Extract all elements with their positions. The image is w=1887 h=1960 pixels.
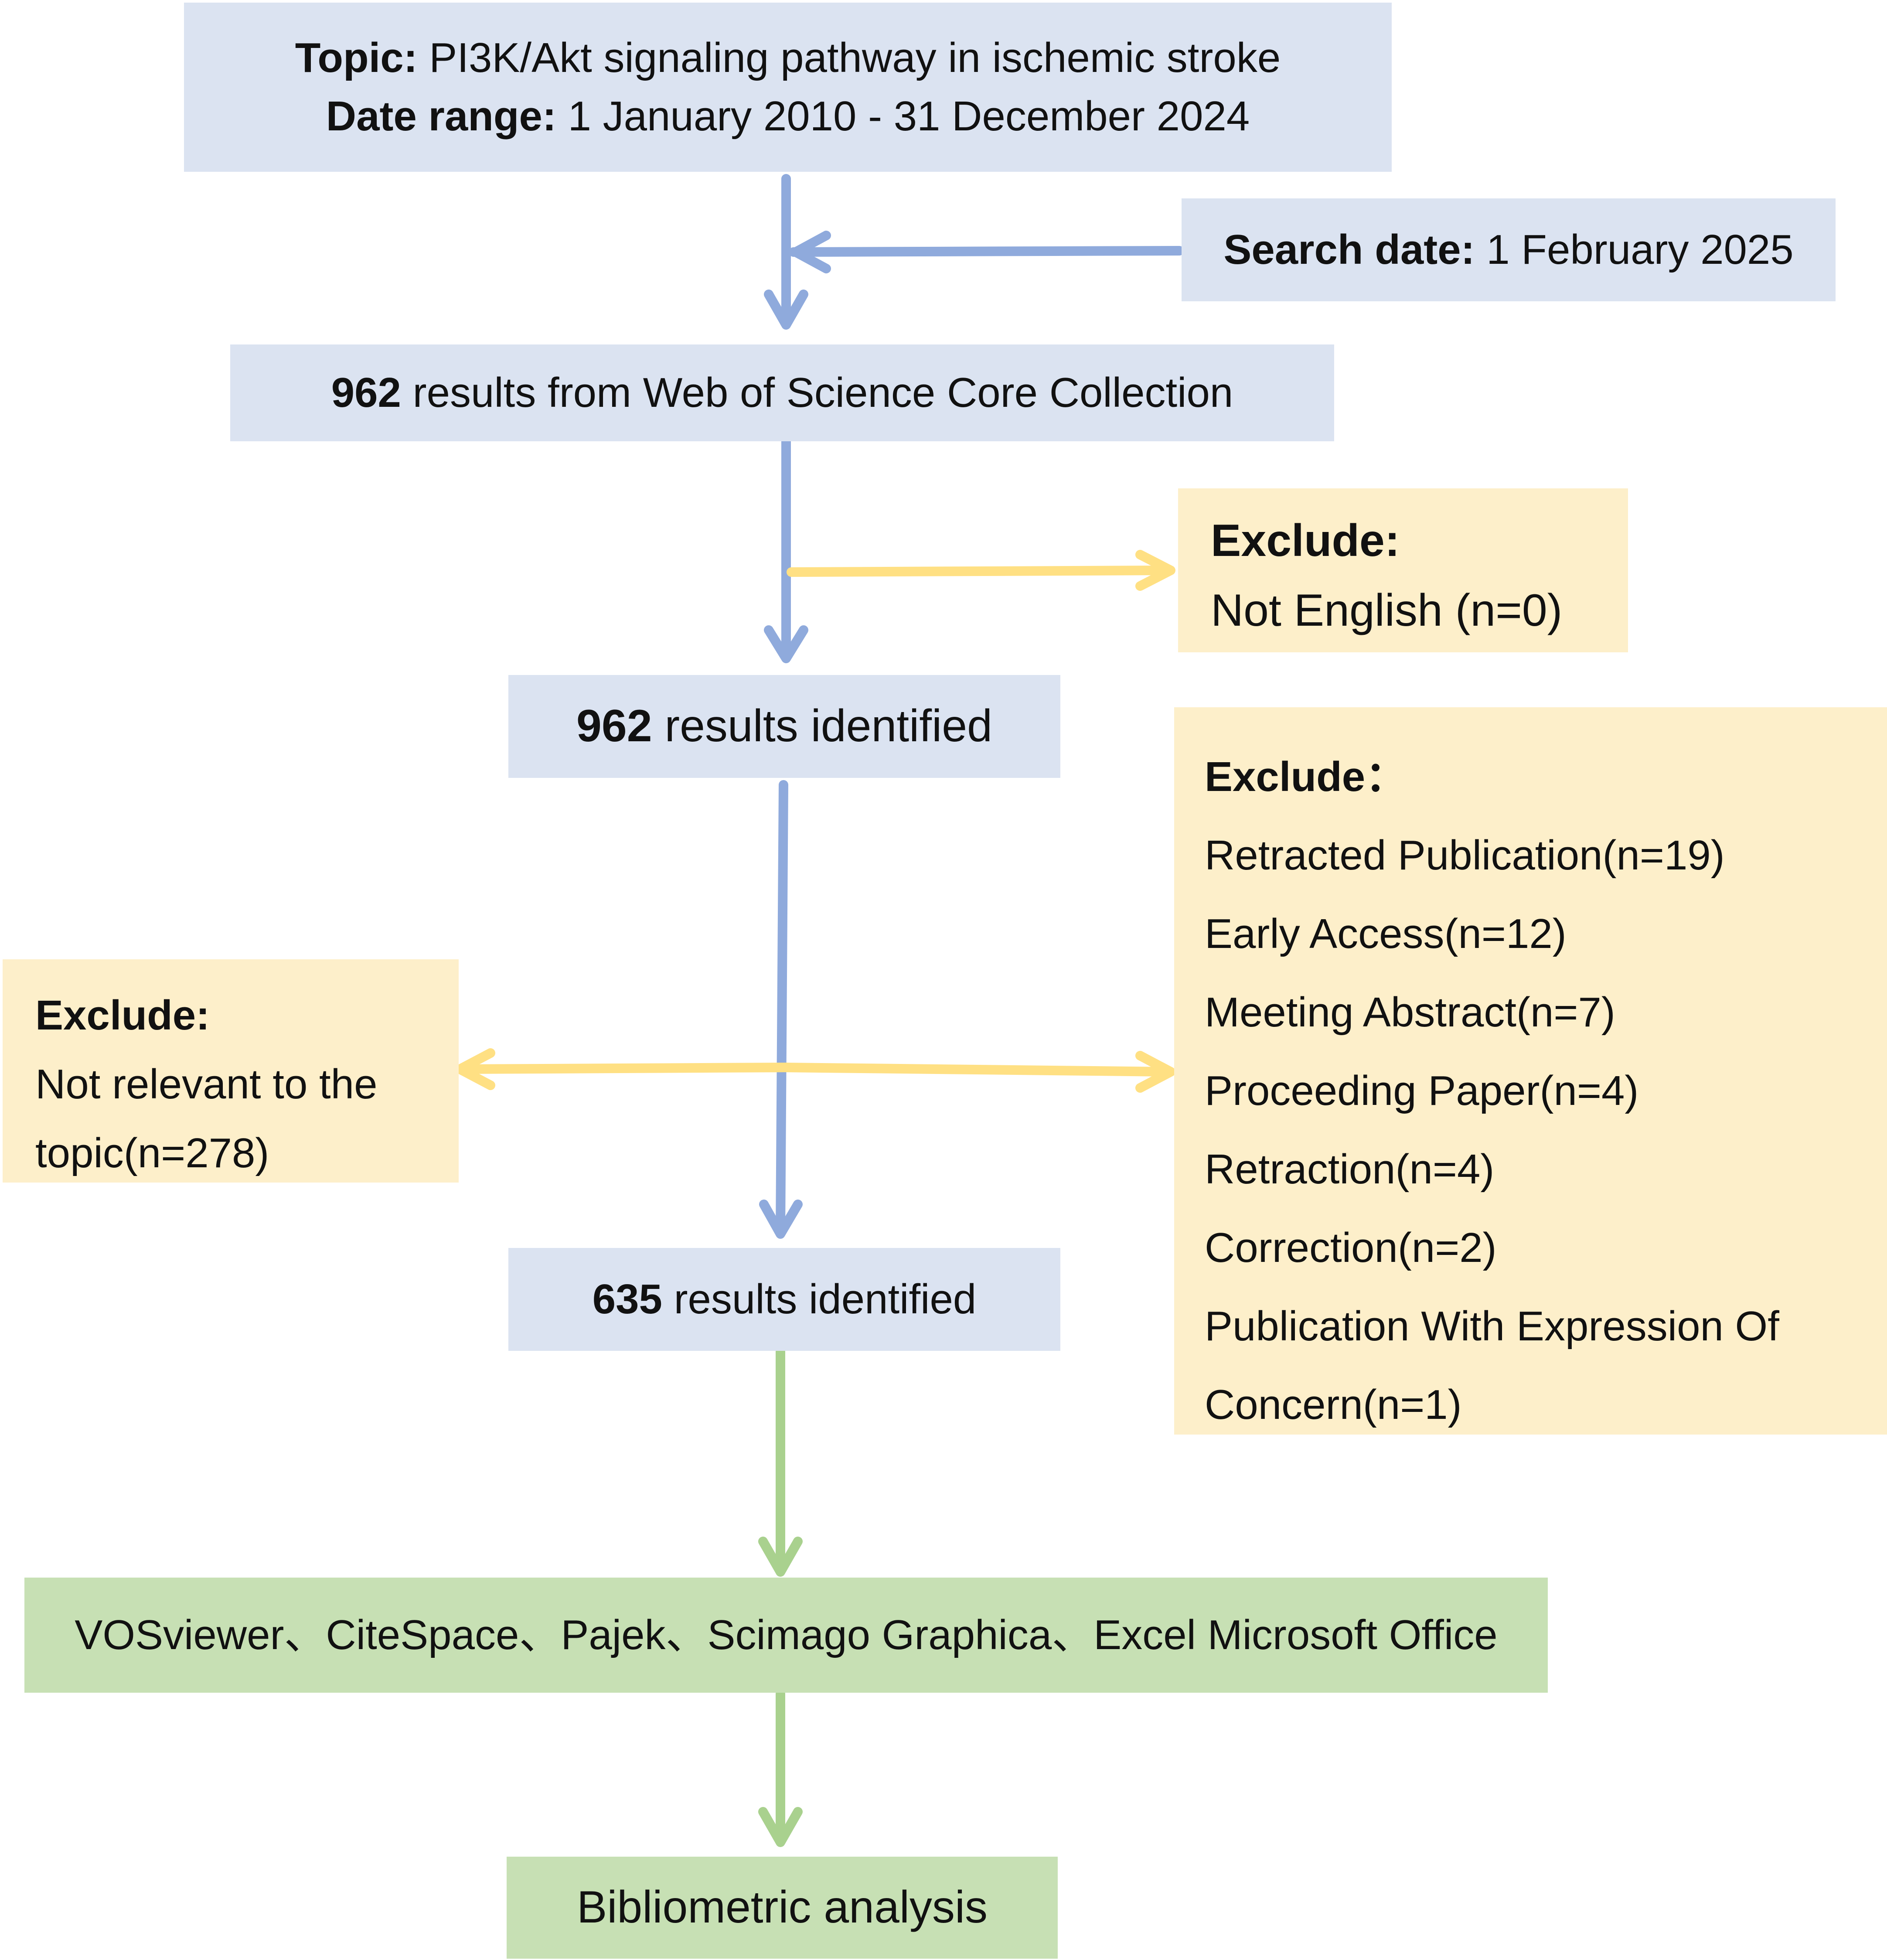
date-range-line: Date range: 1 January 2010 - 31 December…	[326, 87, 1250, 146]
type-exclusion-item: Publication With Expression Of	[1205, 1303, 1779, 1350]
language-exclusion-title: Exclude:	[1211, 515, 1400, 566]
search-date-value: 1 February 2025	[1486, 226, 1794, 273]
relevance-exclusion-line-1: Not relevant to the	[35, 1061, 378, 1108]
search-date-line: Search date: 1 February 2025	[1223, 221, 1793, 279]
topic-label: Topic:	[295, 34, 418, 81]
bibliometric-analysis-box: Bibliometric analysis	[507, 1857, 1058, 1959]
type-exclusion-item: Meeting Abstract(n=7)	[1205, 989, 1615, 1036]
identified-1-text: results identified	[664, 701, 992, 752]
type-exclusion-title: Exclude：	[1205, 753, 1407, 800]
identified-2-text: results identified	[674, 1275, 977, 1323]
identified-2-count: 635	[592, 1275, 662, 1323]
identified-box-2: 635 results identified	[508, 1248, 1060, 1351]
identified-box-1: 962 results identified	[508, 675, 1060, 778]
arrowhead-results-to-identified	[764, 625, 808, 663]
date-range-label: Date range:	[326, 93, 556, 140]
type-exclusion-item: Retracted Publication(n=19)	[1205, 832, 1725, 879]
wos-results-text: results from Web of Science Core Collect…	[412, 369, 1233, 416]
relevance-exclusion-line-2: topic(n=278)	[35, 1130, 269, 1176]
arrow-to-relevance-exclusion	[457, 1063, 790, 1074]
relevance-exclusion-title: Exclude:	[35, 992, 210, 1039]
arrowhead-type-exclusion	[1135, 1051, 1175, 1093]
arrow-search-date	[789, 246, 1184, 257]
type-exclusion-item: Retraction(n=4)	[1205, 1146, 1495, 1193]
arrowhead-language-exclusion	[1135, 550, 1175, 591]
search-date-box: Search date: 1 February 2025	[1182, 198, 1836, 301]
type-exclusion-item: Correction(n=2)	[1205, 1224, 1497, 1271]
topic-line: Topic: PI3K/Akt signaling pathway in isc…	[295, 29, 1281, 87]
search-date-label: Search date:	[1223, 226, 1475, 273]
arrowhead-search-date	[791, 231, 831, 273]
topic-value: PI3K/Akt signaling pathway in ischemic s…	[429, 34, 1281, 81]
topic-box: Topic: PI3K/Akt signaling pathway in isc…	[184, 3, 1392, 172]
type-exclusion-box: Exclude： Retracted Publication(n=19) Ear…	[1174, 707, 1887, 1435]
tools-text: VOSviewer、CiteSpace、Pajek、Scimago Graphi…	[75, 1611, 1498, 1658]
type-exclusion-item: Proceeding Paper(n=4)	[1205, 1067, 1639, 1114]
wos-results-line: 962 results from Web of Science Core Col…	[331, 364, 1233, 422]
arrowhead-relevance-exclusion	[455, 1048, 495, 1090]
arrowhead-final-to-tools	[758, 1537, 803, 1577]
arrow-identified-to-final	[776, 780, 788, 1237]
arrowhead-identified-to-final	[759, 1200, 803, 1239]
wos-results-count: 962	[331, 369, 401, 416]
language-exclusion-text: Not English (n=0)	[1211, 585, 1563, 636]
bibliometric-analysis-text: Bibliometric analysis	[576, 1882, 988, 1933]
identified-1-line: 962 results identified	[576, 695, 992, 758]
type-exclusion-item: Early Access(n=12)	[1205, 910, 1567, 957]
relevance-exclusion-box: Exclude: Not relevant to the topic(n=278…	[3, 959, 459, 1183]
date-range-value: 1 January 2010 - 31 December 2024	[568, 93, 1250, 140]
type-exclusion-item: Concern(n=1)	[1205, 1381, 1462, 1428]
arrow-to-language-exclusion	[787, 566, 1173, 577]
tools-box: VOSviewer、CiteSpace、Pajek、Scimago Graphi…	[24, 1578, 1548, 1693]
identified-2-line: 635 results identified	[593, 1270, 977, 1329]
wos-results-box: 962 results from Web of Science Core Col…	[230, 344, 1334, 441]
arrowhead-topic-to-results	[764, 290, 808, 330]
language-exclusion-box: Exclude: Not English (n=0)	[1178, 488, 1628, 652]
arrow-to-type-exclusion	[780, 1063, 1173, 1077]
arrowhead-tools-to-analysis	[758, 1807, 803, 1847]
identified-1-count: 962	[576, 701, 652, 752]
